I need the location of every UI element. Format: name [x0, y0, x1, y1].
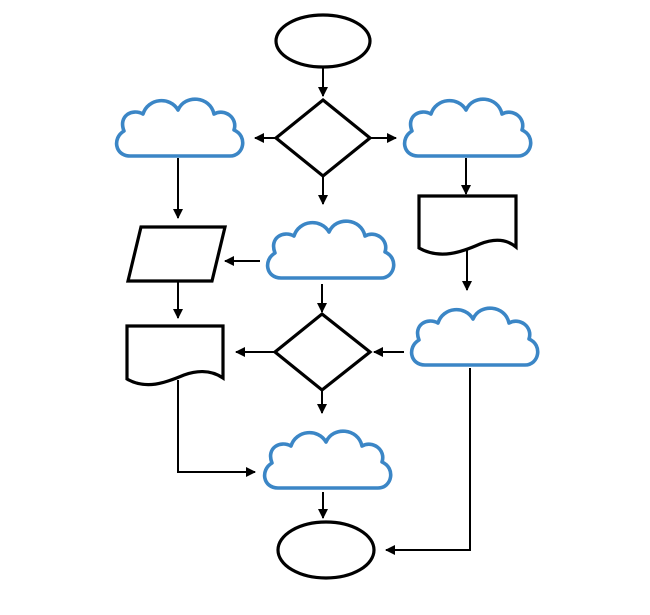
cloud-lower-right [409, 306, 540, 367]
edge-cloud-lower-right-to-end [385, 368, 471, 555]
decision-bottom [272, 311, 373, 393]
document-right [417, 194, 518, 256]
data-parallelogram [125, 225, 228, 283]
cloud-top-right [402, 97, 533, 158]
connectors [173, 68, 472, 555]
decision-top [273, 97, 373, 179]
document-left [125, 324, 225, 387]
edge-document-left-to-cloud-bottom [177, 380, 256, 477]
cloud-middle [265, 219, 396, 280]
cloud-top-left [114, 97, 245, 158]
cloud-bottom [262, 429, 393, 490]
end-terminal [276, 520, 376, 580]
start-terminal [274, 13, 372, 69]
